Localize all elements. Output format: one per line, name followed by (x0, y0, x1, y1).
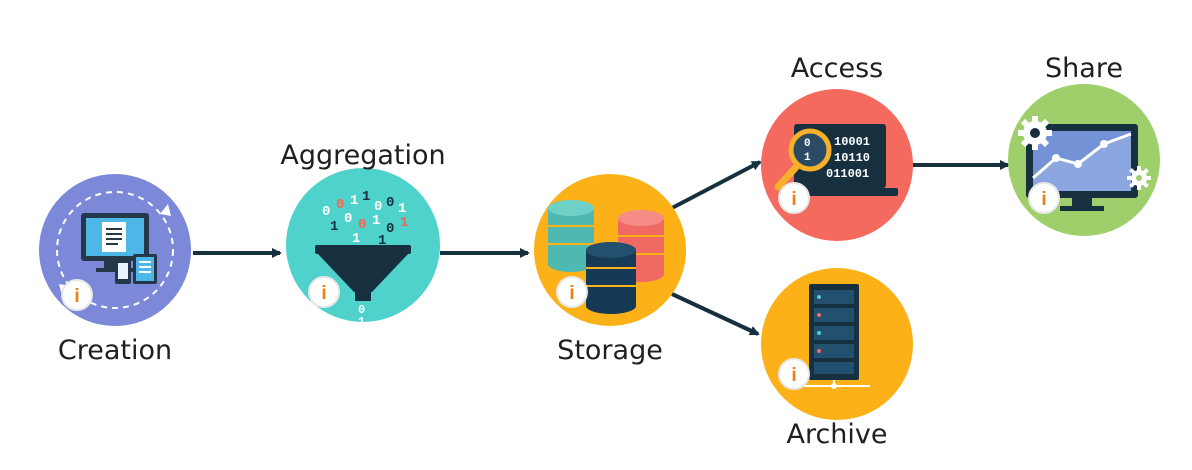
gear-icon (1018, 116, 1052, 150)
svg-text:0: 0 (358, 217, 366, 233)
binary-row-1: 10001 (834, 135, 870, 149)
svg-text:i: i (791, 189, 796, 210)
arrow-storage-to-archive (671, 292, 760, 336)
monitor-document-icon (81, 213, 157, 284)
archive-label: Archive (786, 419, 888, 450)
small-gear-icon (1127, 166, 1151, 190)
creation-node: i (39, 174, 191, 326)
svg-text:1: 1 (358, 315, 365, 329)
svg-text:1: 1 (398, 201, 406, 217)
svg-text:i: i (569, 283, 574, 304)
funnel-icon: 0 0 1 1 0 0 1 1 0 0 1 0 1 1 1 0 1 (315, 189, 411, 329)
svg-text:0: 0 (804, 138, 811, 150)
connector-arrows (193, 160, 1010, 336)
storage-label: Storage (557, 335, 663, 366)
archive-info-icon[interactable]: i (778, 358, 810, 390)
cycle-ring-icon (56, 191, 174, 309)
svg-text:1: 1 (352, 231, 360, 247)
share-node: i (1008, 84, 1160, 236)
aggregation-node: 0 0 1 1 0 0 1 1 0 0 1 0 1 1 1 0 1 (286, 168, 440, 329)
svg-text:i: i (791, 365, 796, 386)
creation-label: Creation (57, 335, 173, 366)
svg-text:1: 1 (350, 193, 358, 209)
binary-row-2: 10110 (834, 151, 870, 165)
svg-text:i: i (1041, 189, 1046, 210)
svg-text:1: 1 (400, 215, 408, 231)
laptop-search-icon: 10001 10110 011001 0 1 (774, 124, 898, 196)
svg-text:1: 1 (804, 152, 811, 164)
svg-text:0: 0 (336, 197, 344, 213)
arrow-storage-to-access (671, 160, 762, 210)
svg-text:i: i (321, 283, 326, 304)
binary-row-3: 011001 (826, 167, 869, 181)
archive-node: i (761, 268, 913, 420)
svg-text:0: 0 (374, 199, 382, 215)
access-label: Access (790, 53, 884, 84)
access-node: 10001 10110 011001 0 1 i (761, 89, 913, 241)
server-rack-icon (800, 284, 870, 389)
aggregation-info-icon[interactable]: i (308, 276, 340, 308)
creation-info-icon[interactable]: i (61, 279, 93, 311)
svg-text:1: 1 (372, 213, 380, 229)
svg-text:1: 1 (378, 233, 386, 249)
svg-text:0: 0 (358, 303, 365, 317)
svg-text:0: 0 (344, 211, 352, 227)
svg-text:1: 1 (330, 219, 338, 235)
access-info-icon[interactable]: i (778, 182, 810, 214)
monitor-chart-icon (1026, 124, 1138, 211)
storage-info-icon[interactable]: i (556, 276, 588, 308)
svg-text:1: 1 (362, 189, 370, 205)
svg-text:i: i (74, 286, 79, 307)
storage-node: i (534, 174, 686, 326)
share-label: Share (1045, 53, 1123, 84)
database-stack-icon (548, 200, 664, 314)
svg-text:0: 0 (386, 221, 394, 237)
svg-text:0: 0 (386, 195, 394, 211)
aggregation-label: Aggregation (280, 140, 446, 171)
svg-text:0: 0 (322, 204, 330, 220)
share-info-icon[interactable]: i (1028, 182, 1060, 214)
